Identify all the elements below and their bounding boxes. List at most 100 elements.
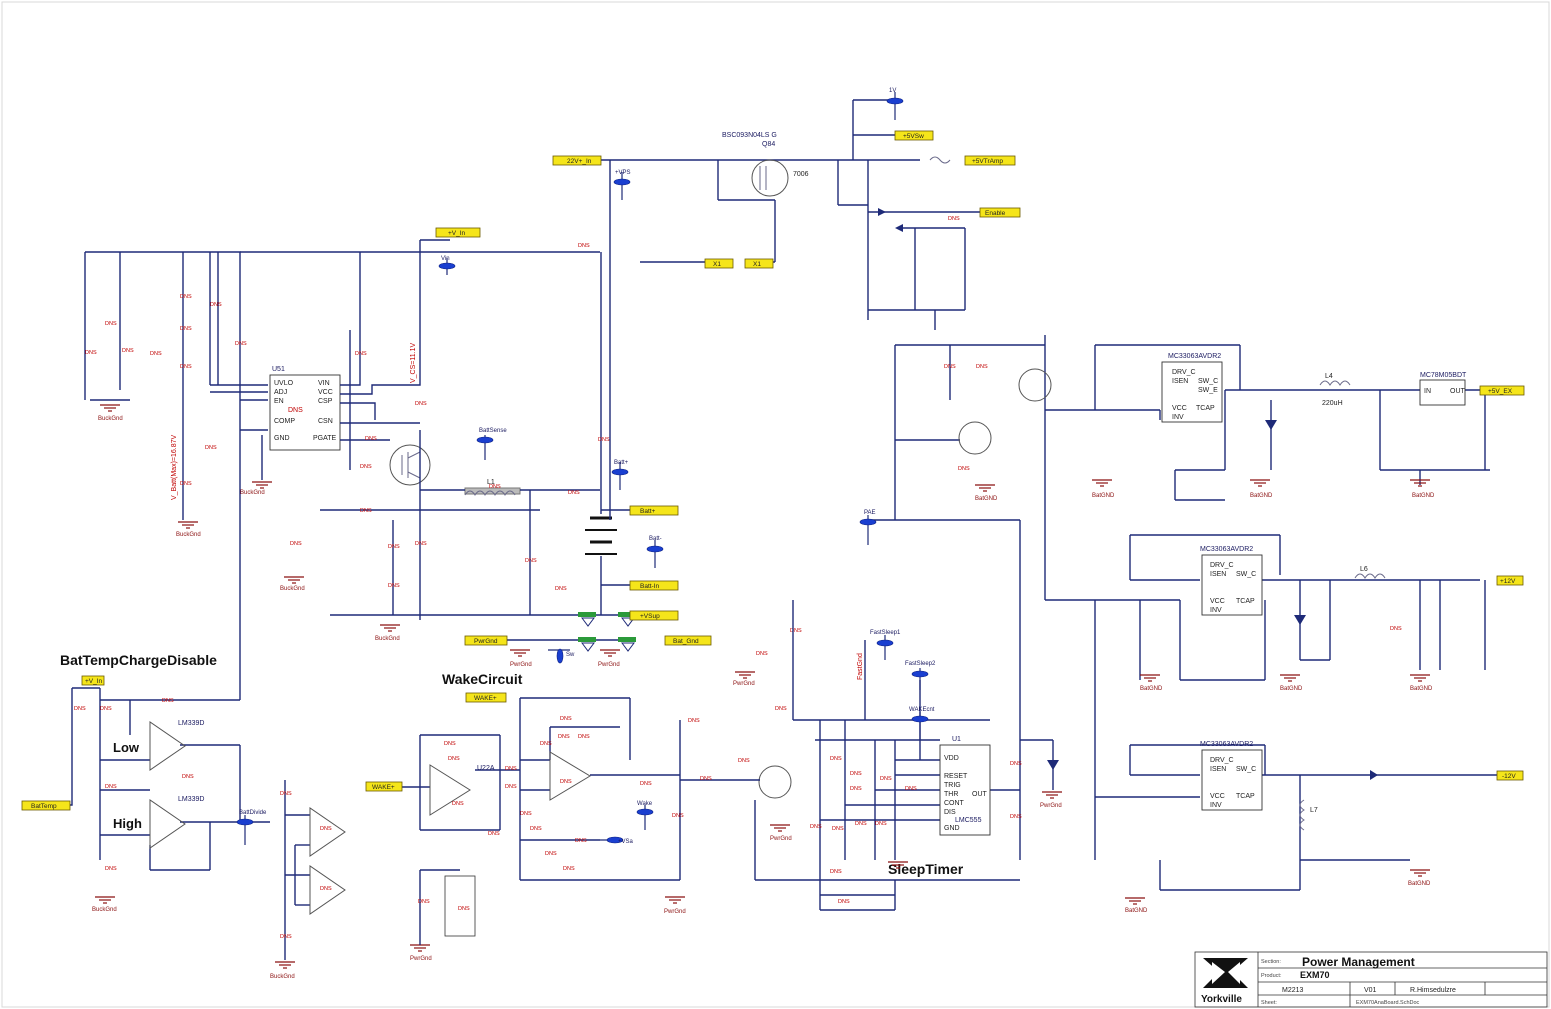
- high-label: High: [113, 816, 142, 831]
- svg-text:Batt+: Batt+: [640, 508, 656, 515]
- port-v-in-left[interactable]: +V_In: [81, 675, 105, 686]
- port-wake-in[interactable]: WAKE+: [365, 781, 403, 792]
- svg-text:DNS: DNS: [100, 706, 112, 712]
- port-batt-minus[interactable]: Batt-In: [629, 580, 679, 591]
- svg-text:DNS: DNS: [575, 838, 587, 844]
- svg-text:DNS: DNS: [280, 791, 292, 797]
- buck-pin-csn: CSN: [318, 418, 333, 425]
- pwrgnd-label-2: PwrGnd: [598, 662, 620, 668]
- ground-symbol-buckgnd-5: [380, 624, 400, 632]
- svg-text:DNS: DNS: [388, 583, 400, 589]
- ground-symbol-batgnd-5: [1280, 674, 1300, 682]
- ground-symbol-pwrgnd-4: [770, 824, 790, 832]
- batgnd-label-5: BatGND: [1280, 686, 1303, 692]
- testpoint-battsense[interactable]: BattSense: [476, 428, 507, 460]
- testpoint-battdivide[interactable]: BattDivide: [236, 810, 267, 845]
- u-top-part-label: MC33063AVDR2: [1168, 353, 1221, 360]
- port-v-in-top[interactable]: +V_In: [435, 227, 481, 238]
- svg-text:+5V_EX: +5V_EX: [1488, 388, 1513, 395]
- tb-product-value: EXM70: [1300, 970, 1330, 980]
- svg-text:DNS: DNS: [388, 544, 400, 550]
- u-mid-pin-inv: INV: [1210, 607, 1222, 614]
- ground-symbol-buckgnd-6: [95, 896, 115, 904]
- testpoint-batt-plus[interactable]: Batt+: [611, 460, 629, 490]
- l6-label: L6: [1360, 566, 1368, 573]
- port-12v[interactable]: +12V: [1496, 575, 1524, 586]
- power-switch-block: BSC093N04LS G Q84 7006 DNS: [600, 99, 980, 520]
- comp-high-part: LM339D: [178, 796, 204, 803]
- port-enable[interactable]: Enable: [979, 207, 1021, 218]
- svg-text:Vin: Vin: [441, 256, 450, 262]
- svg-text:BattDivide: BattDivide: [239, 810, 267, 816]
- svg-text:PAE: PAE: [864, 510, 876, 516]
- port-22v-in[interactable]: 22V+_In: [552, 155, 602, 166]
- svg-text:DNS: DNS: [832, 826, 844, 832]
- pwrgnd-label-5: PwrGnd: [664, 909, 686, 915]
- ground-symbol-buckgnd-4: [284, 576, 304, 584]
- svg-text:DNS: DNS: [976, 364, 988, 370]
- testpoint-wakecnt[interactable]: WAKEcnt: [909, 707, 935, 740]
- svg-text:DNS: DNS: [555, 586, 567, 592]
- u-bot-pin-tcap: TCAP: [1236, 793, 1255, 800]
- port-trans-amp[interactable]: +5VTrAmp: [964, 155, 1016, 166]
- svg-text:X1: X1: [753, 261, 761, 268]
- svg-text:DNS: DNS: [1010, 761, 1022, 767]
- svg-text:DNS: DNS: [290, 541, 302, 547]
- testpoint-batt-minus[interactable]: Batt-: [646, 536, 664, 568]
- svg-text:Sw: Sw: [566, 652, 575, 658]
- q84-value-label: 7006: [793, 171, 809, 178]
- port-bat-gnd[interactable]: Bat_Gnd: [664, 635, 712, 646]
- port-p5v-sw[interactable]: +5VSw: [894, 130, 934, 141]
- timer-pin-trig: TRIG: [944, 782, 961, 789]
- port-neg12v[interactable]: -12V: [1496, 770, 1524, 781]
- svg-text:DNS: DNS: [280, 934, 292, 940]
- batgnd-label-3: BatGND: [1412, 493, 1435, 499]
- svg-text:DNS: DNS: [700, 776, 712, 782]
- logo-text: Yorkville: [1201, 994, 1242, 1005]
- timer-pin-thr: THR: [944, 791, 958, 798]
- svg-text:+5VSw: +5VSw: [903, 133, 924, 140]
- svg-text:DNS: DNS: [578, 734, 590, 740]
- svg-text:DNS: DNS: [489, 484, 501, 490]
- port-vsup[interactable]: +VSup: [629, 610, 679, 621]
- svg-text:DNS: DNS: [105, 866, 117, 872]
- port-pwrgnd[interactable]: PwrGnd: [464, 635, 508, 646]
- testpoint-fastsleep1[interactable]: FastSleep1: [870, 630, 901, 660]
- regulator-ic-bot: MC33063AVDR2 DRV_C ISEN VCC INV SW_C TCA…: [1200, 741, 1263, 811]
- svg-text:Batt+: Batt+: [614, 460, 629, 466]
- batgnd-label-1: BatGND: [1092, 493, 1115, 499]
- testpoint-1v[interactable]: 1V: [886, 88, 904, 120]
- u-top-pin-isen: ISEN: [1172, 378, 1188, 385]
- reg-pin-out: OUT: [1450, 388, 1466, 395]
- pwrgnd-label-6: PwrGnd: [410, 956, 432, 962]
- ground-symbol-pwrgnd-5: [665, 896, 685, 904]
- port-wake-bus[interactable]: WAKE+: [465, 692, 507, 703]
- testpoint-enable[interactable]: PAE: [859, 510, 877, 545]
- port-x1-a[interactable]: X1: [704, 258, 734, 269]
- testpoint-vin[interactable]: Vin: [438, 256, 456, 275]
- port-batt-plus[interactable]: Batt+: [629, 505, 679, 516]
- testpoint-wake[interactable]: Wake: [636, 801, 654, 830]
- svg-text:DNS: DNS: [180, 294, 192, 300]
- port-x1-b[interactable]: X1: [744, 258, 774, 269]
- testpoint-fastsleep2[interactable]: FastSleep2: [905, 661, 936, 690]
- batgnd-label-8: BatGND: [1125, 908, 1148, 914]
- port-5v-ex[interactable]: +5V_EX: [1479, 385, 1525, 396]
- connector-pad-4: [618, 637, 636, 642]
- svg-text:DNS: DNS: [505, 766, 517, 772]
- u-top-pin-swc: SW_C: [1198, 378, 1218, 385]
- regulator-5v-block: MC33063AVDR2 DRV_C ISEN VCC INV SW_C SW_…: [1044, 335, 1490, 601]
- buckgnd-label-1: BuckGnd: [98, 416, 123, 422]
- testpoint-vps[interactable]: +VPS: [613, 170, 631, 200]
- svg-text:+VSup: +VSup: [640, 613, 660, 620]
- buckgnd-label-2: BuckGnd: [176, 532, 201, 538]
- svg-text:DNS: DNS: [520, 811, 532, 817]
- svg-text:DNS: DNS: [790, 628, 802, 634]
- regulator-ic-mid: MC33063AVDR2 DRV_C ISEN VCC INV SW_C TCA…: [1200, 546, 1263, 616]
- port-battemp[interactable]: BatTemp: [21, 800, 71, 811]
- pwrgnd-label-1: PwrGnd: [510, 662, 532, 668]
- testpoint-sw[interactable]: Sw: [548, 648, 575, 664]
- svg-text:DNS: DNS: [150, 351, 162, 357]
- u-mid-part-label: MC33063AVDR2: [1200, 546, 1253, 553]
- testpoint-vsa[interactable]: +VSa: [600, 836, 634, 845]
